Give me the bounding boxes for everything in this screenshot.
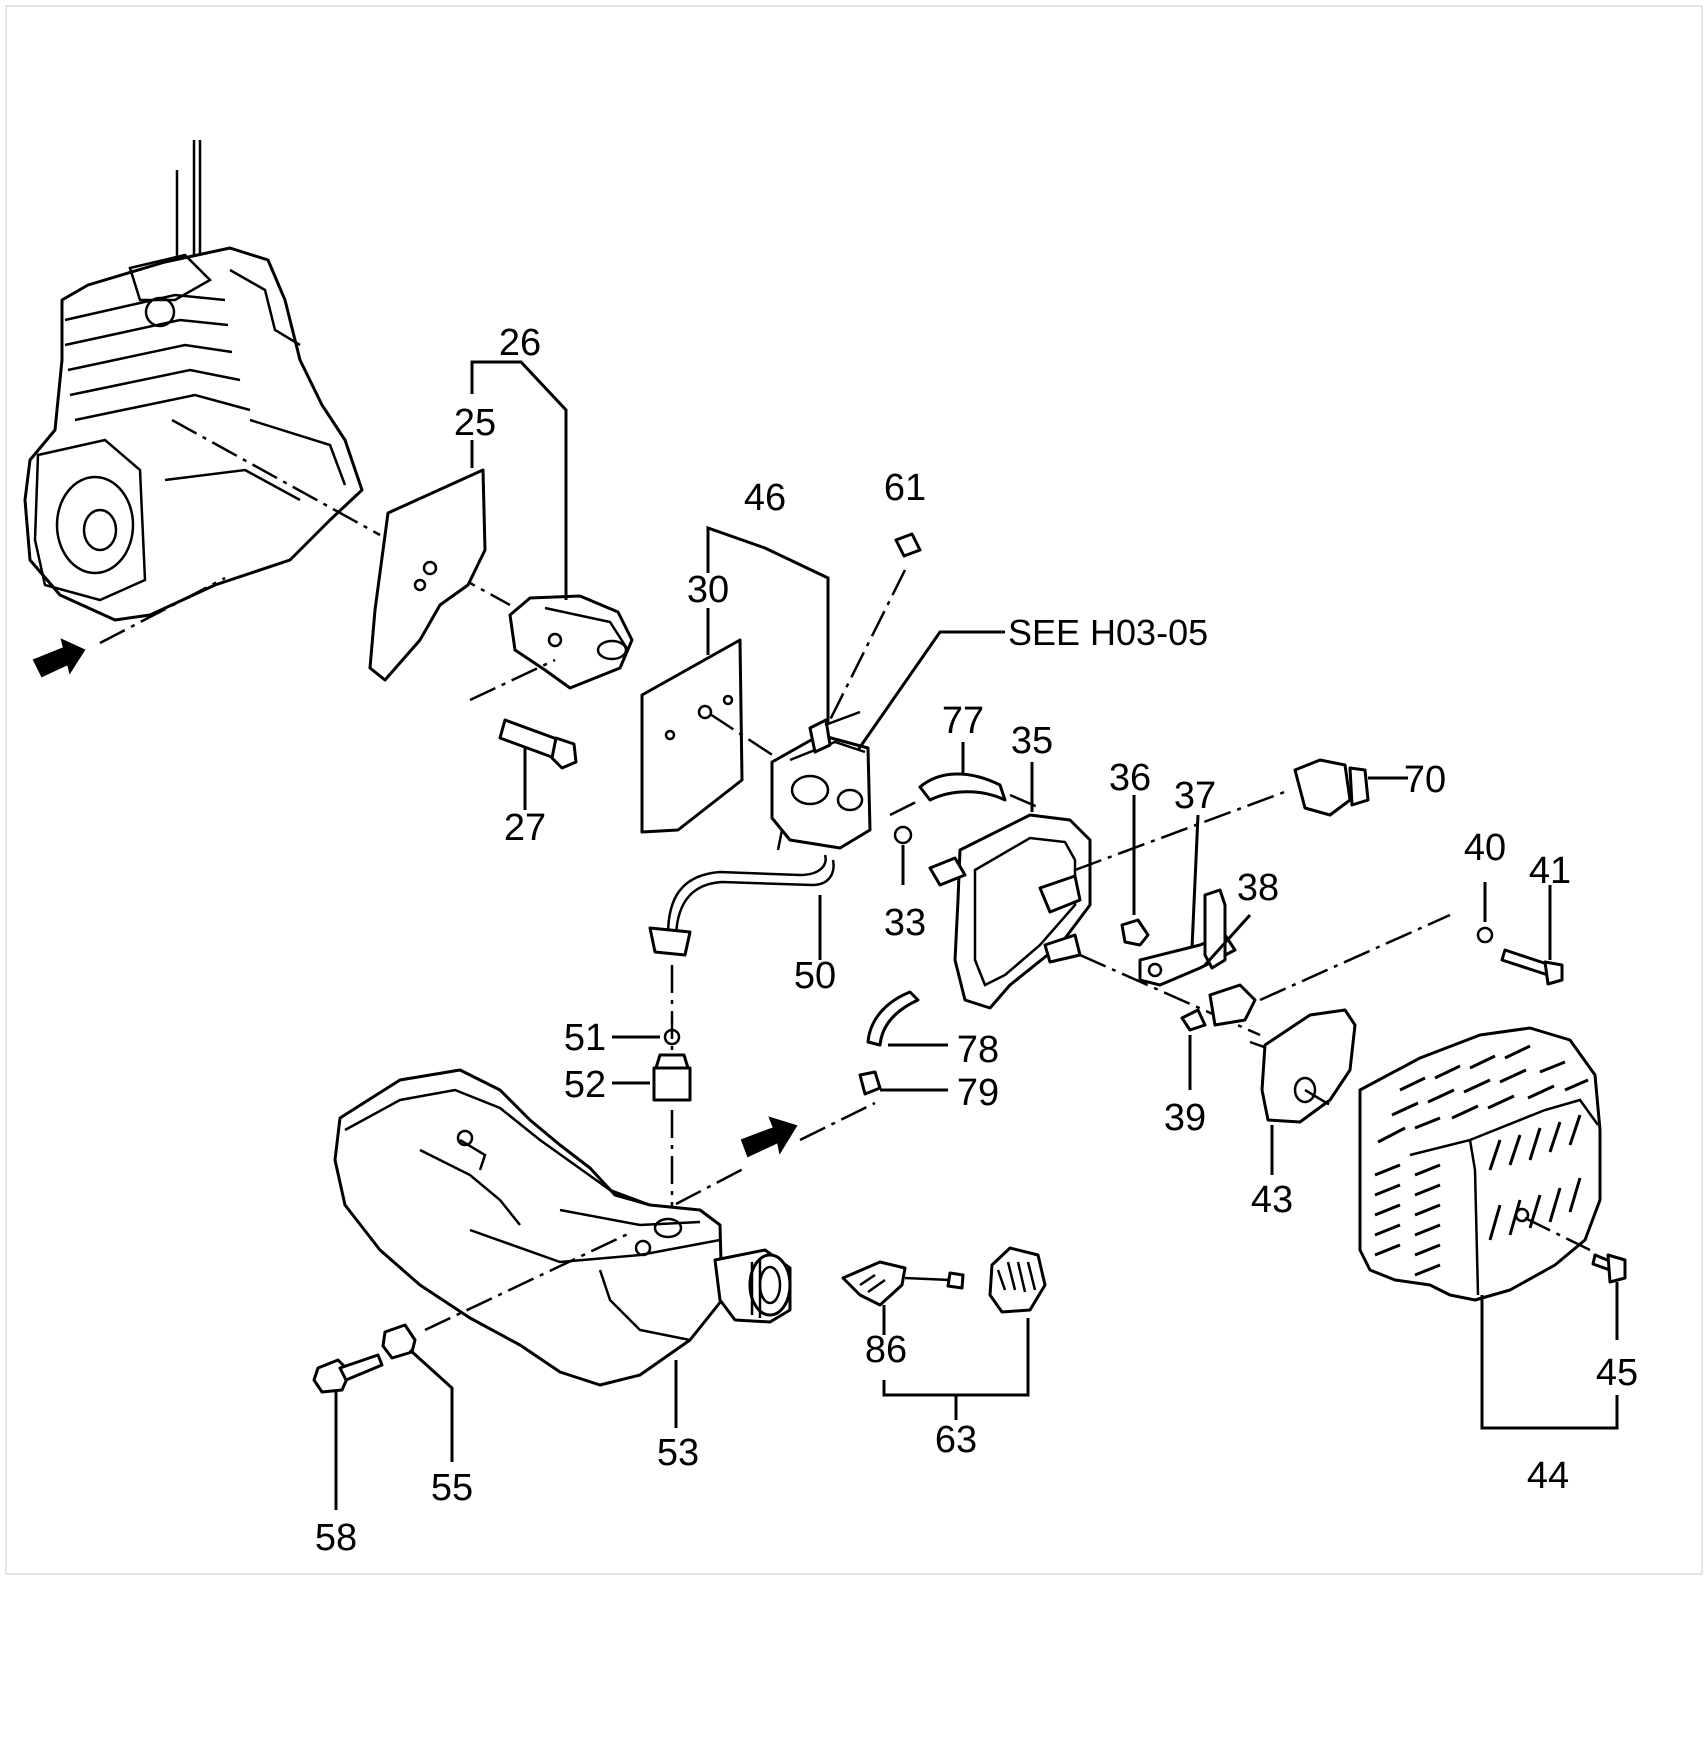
label-39: 39 xyxy=(1164,1097,1206,1139)
label-25: 25 xyxy=(454,402,496,444)
label-50: 50 xyxy=(794,955,836,997)
hose-77 xyxy=(918,772,1007,802)
label-40: 40 xyxy=(1464,827,1506,869)
washer-40 xyxy=(1476,926,1494,944)
label-30: 30 xyxy=(687,569,729,611)
label-79: 79 xyxy=(957,1072,999,1114)
plug-70 xyxy=(1293,758,1370,817)
cap-63 xyxy=(988,1246,1047,1314)
fuel-tank-53 xyxy=(333,1068,792,1428)
label-52: 52 xyxy=(564,1064,606,1106)
bolt-58 xyxy=(312,1353,384,1510)
clip-61 xyxy=(894,532,922,558)
bracket-44-45 xyxy=(1480,1295,1619,1430)
engine-assembly xyxy=(23,140,364,622)
label-38: 38 xyxy=(1237,867,1279,909)
gasket-25 xyxy=(368,468,487,682)
fitting-79 xyxy=(858,1070,882,1096)
label-27: 27 xyxy=(504,807,546,849)
label-78: 78 xyxy=(957,1029,999,1071)
bolt-41 xyxy=(1500,885,1564,986)
label-33: 33 xyxy=(884,902,926,944)
grommet-55 xyxy=(381,1323,417,1360)
cover-39 xyxy=(1208,983,1257,1027)
label-44: 44 xyxy=(1527,1455,1569,1497)
label-35: 35 xyxy=(1011,720,1053,762)
label-55: 55 xyxy=(431,1467,473,1509)
bracket-38 xyxy=(1203,888,1227,970)
direction-arrow-middle xyxy=(740,1116,798,1158)
spacer-36 xyxy=(1120,918,1150,947)
label-51: 51 xyxy=(564,1017,606,1059)
label-86: 86 xyxy=(865,1329,907,1371)
label-77: 77 xyxy=(942,700,984,742)
label-58: 58 xyxy=(315,1517,357,1559)
cover-44 xyxy=(1358,1026,1602,1302)
diagram-border xyxy=(5,5,1703,1575)
gasket-30 xyxy=(640,638,744,834)
carburetor-46 xyxy=(709,710,872,851)
filter-52 xyxy=(652,1053,692,1102)
insulator-26 xyxy=(508,594,634,690)
bracket-26 xyxy=(470,360,568,600)
label-37: 37 xyxy=(1174,775,1216,817)
label-70: 70 xyxy=(1404,759,1446,801)
fuel-line-50 xyxy=(648,854,835,1050)
reference-see-h03-05: SEE H03-05 xyxy=(1008,612,1208,653)
o-ring-51 xyxy=(663,1028,681,1046)
grip-86 xyxy=(841,1260,965,1335)
hose-78 xyxy=(866,990,920,1047)
direction-arrow-left xyxy=(32,638,86,678)
label-41: 41 xyxy=(1529,850,1571,892)
label-26: 26 xyxy=(499,322,541,364)
label-61: 61 xyxy=(884,467,926,509)
o-ring-33 xyxy=(893,825,913,845)
label-46: 46 xyxy=(744,477,786,519)
label-45: 45 xyxy=(1596,1352,1638,1394)
label-43: 43 xyxy=(1251,1179,1293,1221)
label-63: 63 xyxy=(935,1419,977,1461)
bracket-46 xyxy=(706,525,830,725)
muffler-35 xyxy=(928,813,1092,1010)
label-53: 53 xyxy=(657,1432,699,1474)
label-36: 36 xyxy=(1109,757,1151,799)
bolt-27 xyxy=(469,658,578,810)
baffle-43 xyxy=(1260,1008,1357,1175)
screw-45 xyxy=(1591,1253,1627,1340)
